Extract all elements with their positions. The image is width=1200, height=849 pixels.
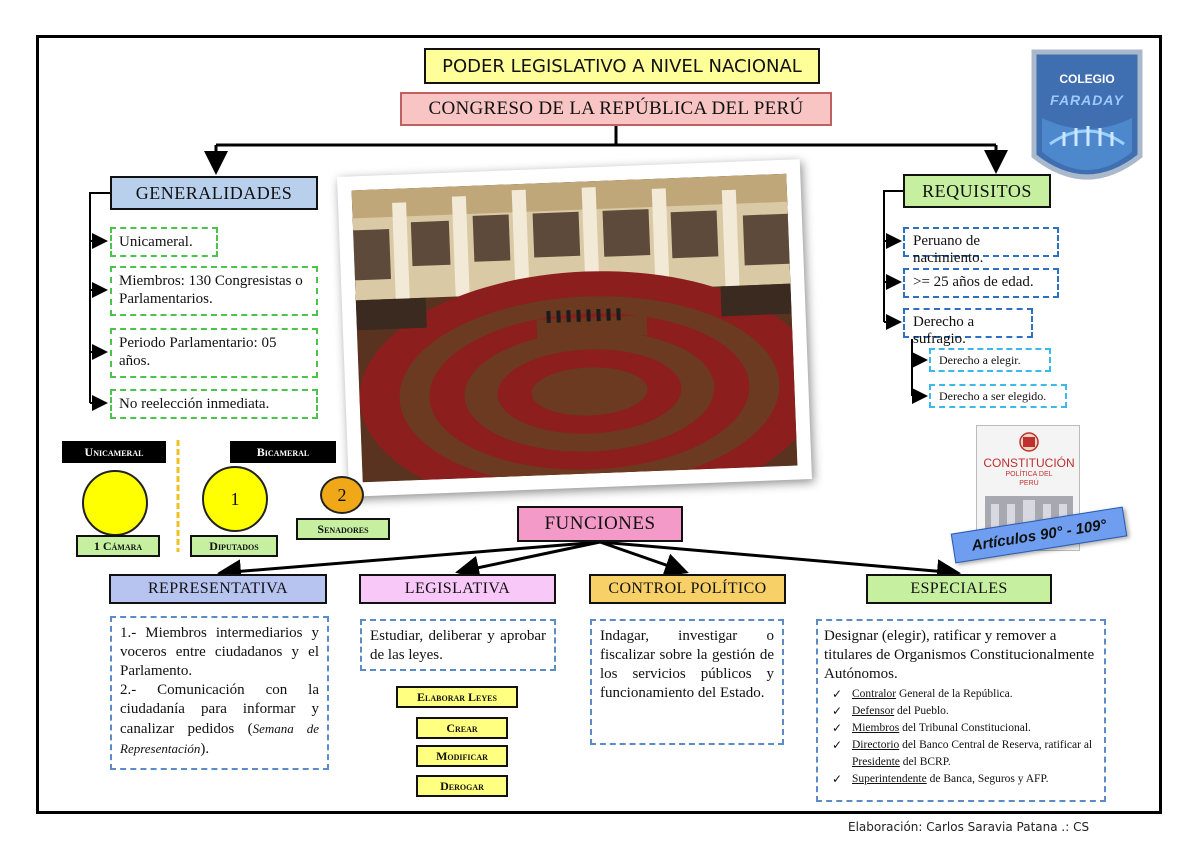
crear-tag: Crear bbox=[416, 717, 508, 739]
especiales-text: Designar (elegir), ratificar y remover a… bbox=[824, 627, 1098, 684]
congress-hemicycle-photo bbox=[352, 174, 798, 482]
generalidades-item: No reelección inmediata. bbox=[110, 389, 318, 419]
legislativa-header: LEGISLATIVA bbox=[359, 574, 556, 604]
congress-photo-frame bbox=[337, 159, 812, 497]
requisitos-subitem: Derecho a elegir. bbox=[929, 348, 1051, 372]
funciones-header: FUNCIONES bbox=[517, 506, 683, 542]
legislativa-body: Estudiar, deliberar y aprobar de las ley… bbox=[360, 619, 556, 671]
unicameral-circle bbox=[82, 470, 148, 536]
generalidades-header: GENERALIDADES bbox=[110, 176, 318, 210]
diagram-title: PODER LEGISLATIVO A NIVEL NACIONAL bbox=[424, 48, 820, 84]
check-icon: ✓ bbox=[832, 771, 842, 788]
derogar-tag: Derogar bbox=[416, 775, 508, 797]
control-politico-header: CONTROL POLÍTICO bbox=[589, 574, 786, 604]
list-item: ✓Contralor General de la República. bbox=[824, 686, 1098, 703]
list-item: ✓Defensor del Pueblo. bbox=[824, 703, 1098, 720]
book-subtitle-2: PERÚ bbox=[977, 480, 1081, 487]
requisitos-item: Peruano de nacimiento. bbox=[903, 227, 1059, 257]
representativa-header: REPRESENTATIVA bbox=[109, 574, 327, 604]
check-icon: ✓ bbox=[832, 703, 842, 720]
school-logo: COLEGIO FARADAY bbox=[1028, 48, 1146, 194]
shield-icon bbox=[1028, 48, 1146, 194]
list-item: ✓Directorio del Banco Central de Reserva… bbox=[824, 737, 1098, 771]
book-subtitle-1: POLÍTICA DEL bbox=[977, 471, 1081, 478]
generalidades-item: Miembros: 130 Congresistas o Parlamentar… bbox=[110, 266, 318, 316]
elaborar-leyes-tag: Elaborar Leyes bbox=[396, 686, 518, 708]
list-item: ✓Miembros del Tribunal Constitucional. bbox=[824, 720, 1098, 737]
check-icon: ✓ bbox=[832, 720, 842, 737]
logo-line2: FARADAY bbox=[1028, 92, 1146, 108]
bicameral-label: Bicameral bbox=[230, 441, 336, 463]
generalidades-item: Periodo Parlamentario: 05 años. bbox=[110, 328, 318, 378]
especiales-body: Designar (elegir), ratificar y remover a… bbox=[816, 619, 1106, 802]
control-politico-body: Indagar, investigar o fiscalizar sobre l… bbox=[590, 619, 784, 745]
representativa-body: 1.- Miembros intermediarios y voceros en… bbox=[110, 616, 329, 770]
book-title: CONSTITUCIÓN bbox=[977, 456, 1081, 470]
especiales-list: ✓Contralor General de la República. ✓Def… bbox=[824, 686, 1098, 788]
generalidades-item: Unicameral. bbox=[110, 227, 218, 257]
list-item: ✓Superintendente de Banca, Seguros y AFP… bbox=[824, 771, 1098, 788]
check-icon: ✓ bbox=[832, 737, 842, 754]
senadores-tag: Senadores bbox=[296, 518, 390, 540]
requisitos-subitem: Derecho a ser elegido. bbox=[929, 384, 1067, 408]
requisitos-item: Derecho a sufragio. bbox=[903, 308, 1033, 338]
senadores-circle: 2 bbox=[320, 476, 364, 514]
representativa-point-2: 2.- Comunicación con la ciudadanía para … bbox=[120, 681, 319, 759]
diputados-circle: 1 bbox=[202, 466, 268, 532]
footer-credit: Elaboración: Carlos Saravia Patana .: CS bbox=[848, 820, 1089, 834]
representativa-point-1: 1.- Miembros intermediarios y voceros en… bbox=[120, 624, 319, 681]
especiales-header: ESPECIALES bbox=[866, 574, 1052, 604]
requisitos-item: >= 25 años de edad. bbox=[903, 268, 1059, 298]
unicameral-label: Unicameral bbox=[62, 441, 166, 463]
check-icon: ✓ bbox=[832, 686, 842, 703]
diputados-tag: Diputados bbox=[190, 535, 278, 557]
requisitos-header: REQUISITOS bbox=[903, 174, 1051, 208]
diagram-subtitle: CONGRESO DE LA REPÚBLICA DEL PERÚ bbox=[400, 92, 832, 126]
modificar-tag: Modificar bbox=[416, 745, 508, 767]
logo-line1: COLEGIO bbox=[1028, 72, 1146, 86]
uni-camara-tag: 1 Cámara bbox=[76, 535, 160, 557]
